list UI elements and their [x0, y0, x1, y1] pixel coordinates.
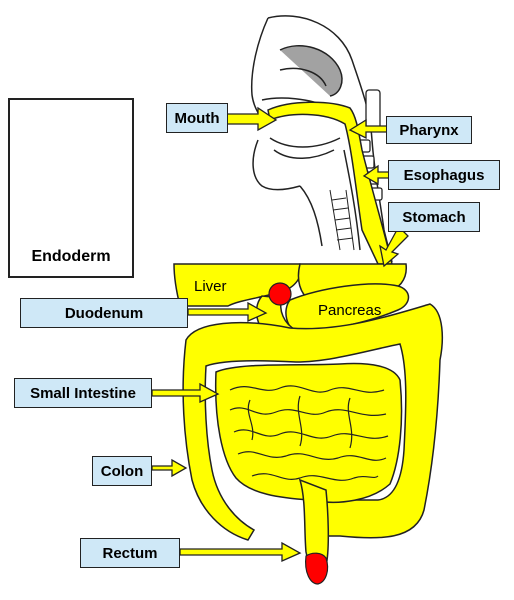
mouth-label: Mouth [166, 103, 228, 133]
pancreas-text: Pancreas [318, 302, 382, 319]
duodenum-label: Duodenum [20, 298, 188, 328]
rectum-arrow [179, 541, 302, 563]
pharynx-label: Pharynx [386, 116, 472, 144]
esophagus-shape [267, 101, 393, 265]
mouth-arrow [225, 106, 278, 132]
pharynx-arrow [348, 118, 389, 140]
stomach-arrow [379, 227, 409, 268]
endoderm-caption: Endoderm [31, 248, 111, 265]
trachea [329, 189, 355, 251]
duodenum-arrow [187, 301, 268, 323]
colon-arrow [151, 458, 188, 478]
anus-highlight [305, 552, 329, 585]
small-intestine-label: Small Intestine [14, 378, 152, 408]
intestine-coils [229, 385, 389, 481]
colon-label: Colon [92, 456, 152, 486]
small-intestine-shape [214, 362, 403, 503]
small-intestine-arrow [151, 382, 220, 404]
liver-text: Liver [194, 278, 227, 295]
stomach-label: Stomach [388, 202, 480, 232]
colon-shape [182, 303, 444, 541]
rectum-label: Rectum [80, 538, 180, 568]
endoderm-inset: Endoderm [8, 98, 134, 278]
esophagus-label: Esophagus [388, 160, 500, 190]
gallbladder-highlight [268, 282, 292, 306]
pointer-arrows [151, 106, 409, 563]
